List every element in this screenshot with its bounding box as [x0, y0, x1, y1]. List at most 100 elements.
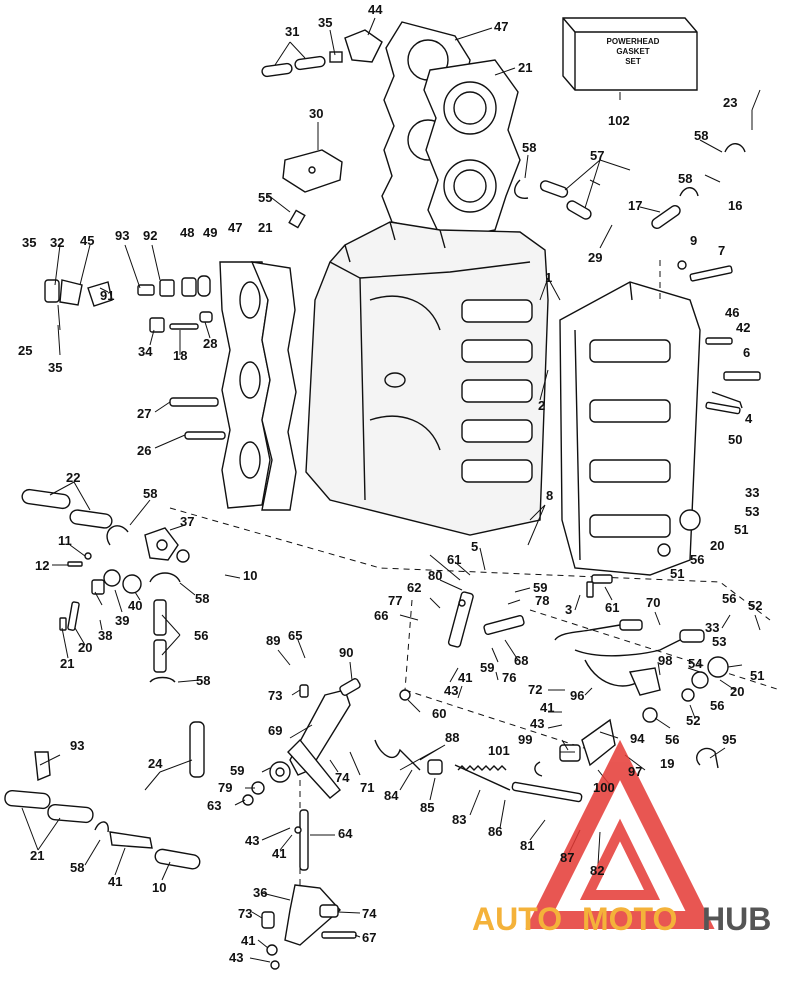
- callout-41-mid: 41: [458, 670, 472, 685]
- callout-10-mid: 10: [243, 568, 257, 583]
- callout-99: 99: [518, 732, 532, 747]
- leader-lines: [21, 17, 761, 963]
- callout-55: 56: [194, 628, 208, 643]
- callout-41-lower: 41: [272, 846, 286, 861]
- callout-32: 32: [50, 235, 64, 250]
- callout-22: 22: [66, 470, 80, 485]
- lower-far-left-hoses: [4, 721, 205, 870]
- callout-47-left: 47: [228, 220, 242, 235]
- callout-45: 45: [80, 233, 94, 248]
- callout-58-mid-left: 58: [195, 591, 209, 606]
- callout-35-left: 35: [22, 235, 36, 250]
- callout-35-bottom: 35: [48, 360, 62, 375]
- callout-3: 3: [565, 602, 572, 617]
- callout-93: 93: [70, 738, 84, 753]
- callout-58-left: 58: [143, 486, 157, 501]
- callout-58-top: 58: [522, 140, 536, 155]
- callout-13: 16: [728, 198, 742, 213]
- callout-7: 7: [718, 243, 725, 258]
- callout-15: 18: [173, 348, 187, 363]
- callout-41-bottom: 41: [241, 933, 255, 948]
- callout-66: 66: [374, 608, 388, 623]
- callout-73-bottom: 73: [238, 906, 252, 921]
- gasket-kit-box: POWERHEAD GASKET SET: [562, 17, 698, 91]
- callout-96: 96: [570, 688, 584, 703]
- callout-62-mid: 62: [407, 580, 421, 595]
- callout-17: 20: [78, 640, 92, 655]
- watermark-text-moto: MOTO: [582, 901, 677, 937]
- callout-51-right: 51: [750, 668, 764, 683]
- callout-52-upper: 51: [670, 566, 684, 581]
- callout-83: 84: [384, 788, 399, 803]
- callout-71: 71: [360, 780, 374, 795]
- watermark-text-hub: HUB: [702, 901, 771, 937]
- callout-84: 85: [420, 800, 434, 815]
- callout-90: 91: [100, 288, 114, 303]
- callout-39: 40: [128, 598, 142, 613]
- callout-52-top: 52: [748, 598, 762, 613]
- callout-20-top: 20: [710, 538, 724, 553]
- throttle-linkage: [242, 591, 583, 970]
- callout-50: 50: [728, 432, 742, 447]
- callout-102: 102: [608, 113, 630, 128]
- callout-89: 90: [339, 645, 353, 660]
- callout-98: 98: [658, 653, 672, 668]
- callout-77: 78: [535, 593, 549, 608]
- callout-49: 49: [203, 225, 217, 240]
- bolts-right: [677, 260, 761, 415]
- callout-53-right: 53: [712, 634, 726, 649]
- callout-63: 63: [207, 798, 221, 813]
- callout-76: 77: [388, 593, 402, 608]
- callout-43-right: 43: [530, 716, 544, 731]
- callout-27: 27: [137, 406, 151, 421]
- callout-70: 70: [646, 595, 660, 610]
- lower-left-hoses: [21, 488, 255, 683]
- callout-91: 92: [143, 228, 157, 243]
- callout-43-bottom: 43: [229, 950, 243, 965]
- callout-41-right: 41: [540, 700, 554, 715]
- callout-25: 25: [18, 343, 32, 358]
- callout-9: 9: [690, 233, 697, 248]
- kit-box-line1: POWERHEAD: [607, 37, 660, 46]
- callout-58-bottom-left: 58: [196, 673, 210, 688]
- callout-52-mid: 52: [686, 713, 700, 728]
- callout-43-lower: 43: [245, 833, 259, 848]
- callout-47-top: 47: [494, 19, 508, 34]
- callout-51-top: 51: [734, 522, 748, 537]
- callout-labels: 31 35 44 47 21 30 102 23 58 57 58 58 16 …: [18, 2, 764, 965]
- callout-1: 1: [545, 270, 552, 285]
- callout-94: 94: [630, 731, 645, 746]
- callout-33-right: 33: [705, 620, 719, 635]
- callout-58-topright: 58: [694, 128, 708, 143]
- callout-61-mid: 60: [432, 706, 446, 721]
- kit-box-line3: SET: [625, 57, 641, 66]
- callout-65: 65: [288, 628, 302, 643]
- callout-33-top: 33: [745, 485, 759, 500]
- lower-right-parts: [534, 509, 729, 777]
- callout-38: 39: [115, 613, 129, 628]
- callout-53-mid: 54: [688, 656, 703, 671]
- callout-21-top: 21: [518, 60, 532, 75]
- callout-101: 101: [488, 743, 510, 758]
- cylinder-block: [305, 221, 549, 536]
- crankcase-half: [559, 281, 701, 576]
- callout-92: 93: [115, 228, 129, 243]
- callout-36: 36: [253, 885, 267, 900]
- callout-37-bottom: 38: [98, 628, 112, 643]
- callout-2: 2: [538, 398, 545, 413]
- callout-62-top: 61: [447, 552, 461, 567]
- callout-40: 41: [108, 874, 122, 889]
- watermark-logo: [525, 739, 715, 929]
- callout-37-top: 37: [180, 514, 194, 529]
- callout-19: 21: [60, 656, 74, 671]
- callout-26: 26: [137, 443, 151, 458]
- callout-95: 95: [722, 732, 736, 747]
- callout-4: 4: [745, 411, 753, 426]
- callout-79: 80: [428, 568, 442, 583]
- callout-20-right: 20: [730, 684, 744, 699]
- callout-75: 76: [502, 670, 516, 685]
- callout-5: 5: [471, 539, 478, 554]
- callout-31: 31: [285, 24, 299, 39]
- callout-74-mid: 74: [335, 770, 350, 785]
